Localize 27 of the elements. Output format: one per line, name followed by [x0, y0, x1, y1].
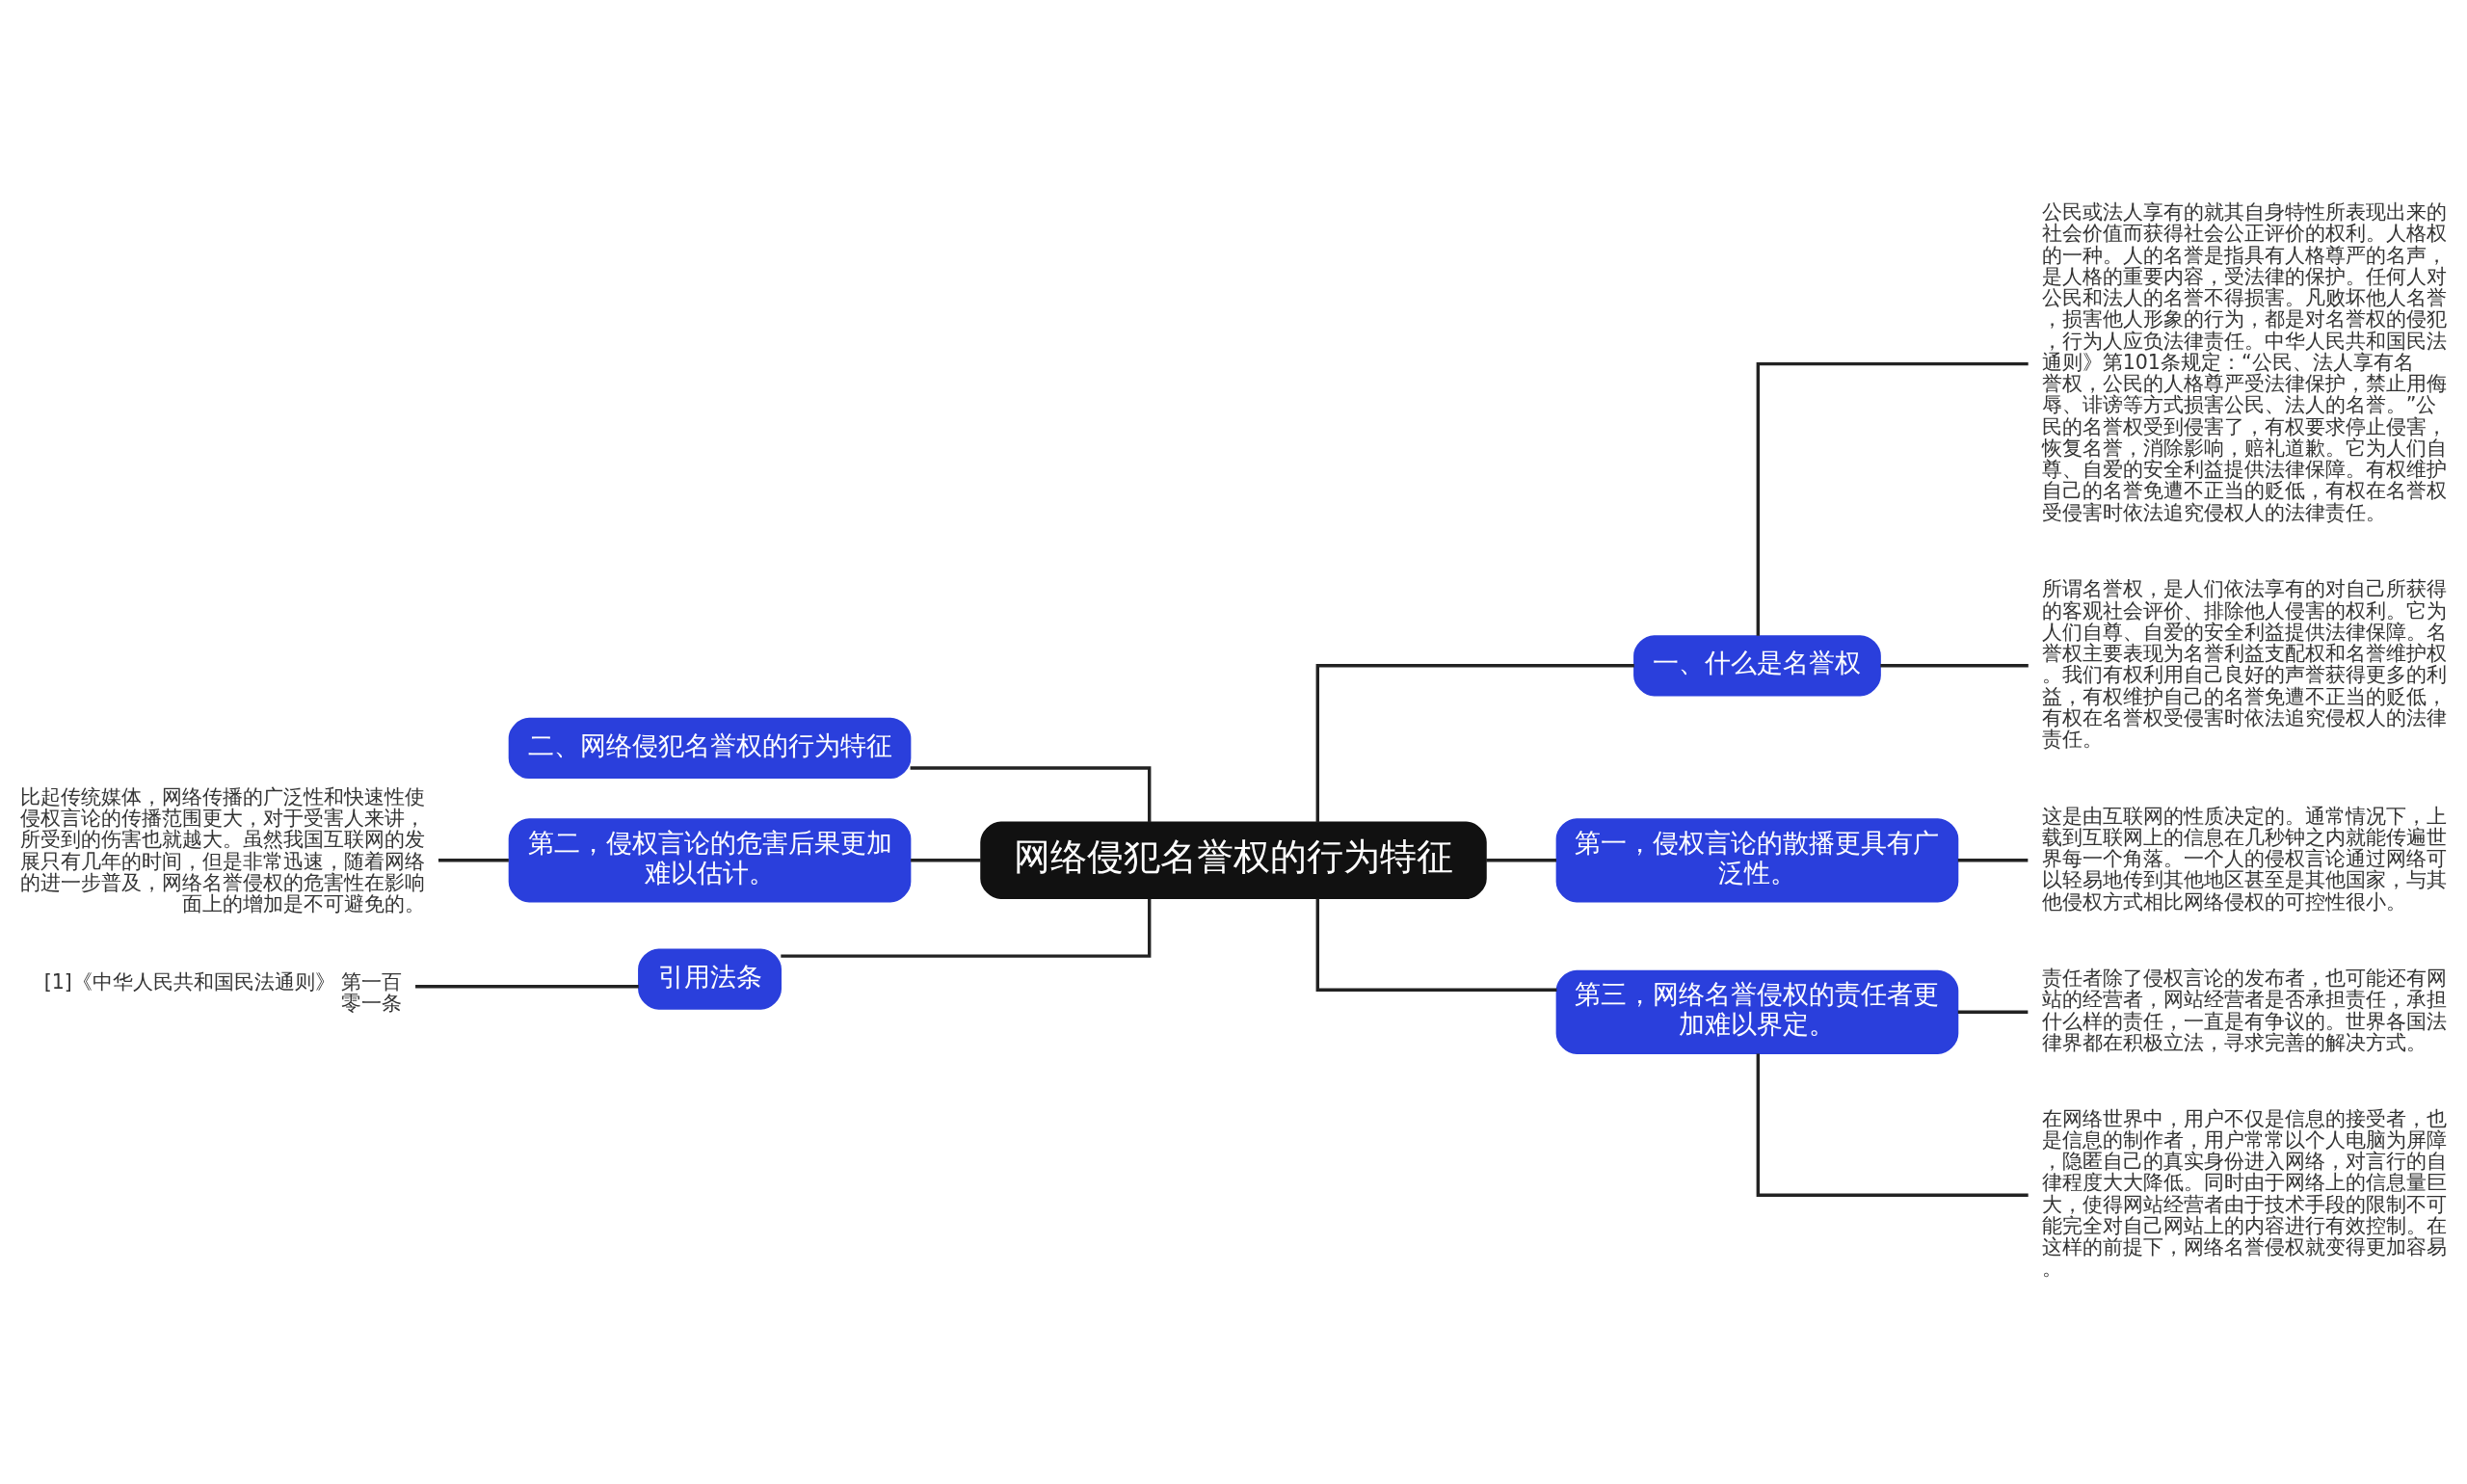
connector [911, 859, 981, 862]
node-box: 引用法条 [638, 948, 782, 1010]
node-text: 所谓名誉权，是人们依法享有的对自己所获得的客观社会评价、排除他人侵害的权利。它为人们自尊、自爱的安全利益提供法律保障。名誉权主要表现为名誉利益支配权和名誉维护权。我们有权利用自己良好的声誉获得更多的利益，有权维护自己的名誉免遭不正当的贬低，有权在名誉权受侵害时依法追究侵权人的法律责任。 [2041, 577, 2447, 752]
node-box: 一、什么是名誉权 [1633, 635, 1881, 697]
connector [1756, 1053, 2029, 1197]
connector [910, 766, 1152, 823]
connector [1756, 361, 2029, 636]
connector [1880, 664, 2029, 668]
node-text: 这是由互联网的性质决定的。通常情况下，上载到互联网上的信息在几秒钟之内就能传遍世界每一个角落。一个人的侵权言论通过网络可以轻易地传到其他地区甚至是其他国家，与其他侵权方式相比网络侵权的可控性很小。 [2041, 804, 2447, 914]
node-box: 二、网络侵犯名誉权的行为特征 [508, 717, 912, 780]
connector [1486, 859, 1556, 862]
node-box: 网络侵犯名誉权的行为特征 [980, 821, 1487, 900]
node-text: [1]《中华人民共和国民法通则》 第一百零一条 [43, 969, 403, 1015]
connector [1315, 898, 1557, 992]
node-text: 比起传统媒体，网络传播的广泛性和快速性使侵权言论的传播范围更大，对于受害人来讲，所受到的伤害也就越大。虽然我国互联网的发展只有几年的时间，但是非常迅速，随着网络的进一步普及，网络名誉侵权的危害性在影响面上的增加是不可避免的。 [20, 784, 426, 916]
node-text: 公民或法人享有的就其自身特性所表现出来的社会价值而获得社会公正评价的权利。人格权的一种。人的名誉是指具有人格尊严的名声，是人格的重要内容，受法律的保护。任何人对公民和法人的名誉不得损害。凡败坏他人名誉，损害他人形象的行为，都是对名誉权的侵犯，行为人应负法律责任。中华人民共和国民法通则》第101条规定：“公民、法人享有名誉权，公民的人格尊严受法律保护，禁止用侮辱、诽谤等方式损害公民、法人的名誉。”公民的名誉权受到侵害了，有权要求停止侵害，恢复名誉，消除影响，赔礼道歉。它为人们自尊、自爱的安全利益提供法律保障。有权维护自己的名誉免遭不正当的贬低，有权在名誉权受侵害时依法追究侵权人的法律责任。 [2041, 200, 2447, 524]
connector [1957, 859, 2029, 862]
connector [415, 985, 639, 989]
node-text: 在网络世界中，用户不仅是信息的接受者，也是信息的制作者，用户常常以个人电脑为屏障，隐匿自己的真实身份进入网络，对言行的自律程度大大降低。同时由于网络上的信息量巨大，使得网站经营者由于技术手段的限制不可能完全对自己网站上的内容进行有效控制。在这样的前提下，网络名誉侵权就变得更加容易。 [2041, 1106, 2447, 1281]
node-box: 第三，网络名誉侵权的责任者更加难以界定。 [1555, 969, 1959, 1054]
node-text: 责任者除了侵权言论的发布者，也可能还有网站的经营者，网站经营者是否承担责任，承担什么样的责任，一直是有争议的。世界各国法律界都在积极立法，寻求完善的解决方式。 [2041, 967, 2447, 1054]
node-box: 第一，侵权言论的散播更具有广泛性。 [1555, 818, 1959, 903]
connector [1315, 664, 1634, 823]
node-box: 第二，侵权言论的危害后果更加难以估计。 [508, 818, 912, 903]
connector [781, 898, 1152, 958]
connector [1957, 1010, 2029, 1014]
connector [438, 859, 509, 862]
